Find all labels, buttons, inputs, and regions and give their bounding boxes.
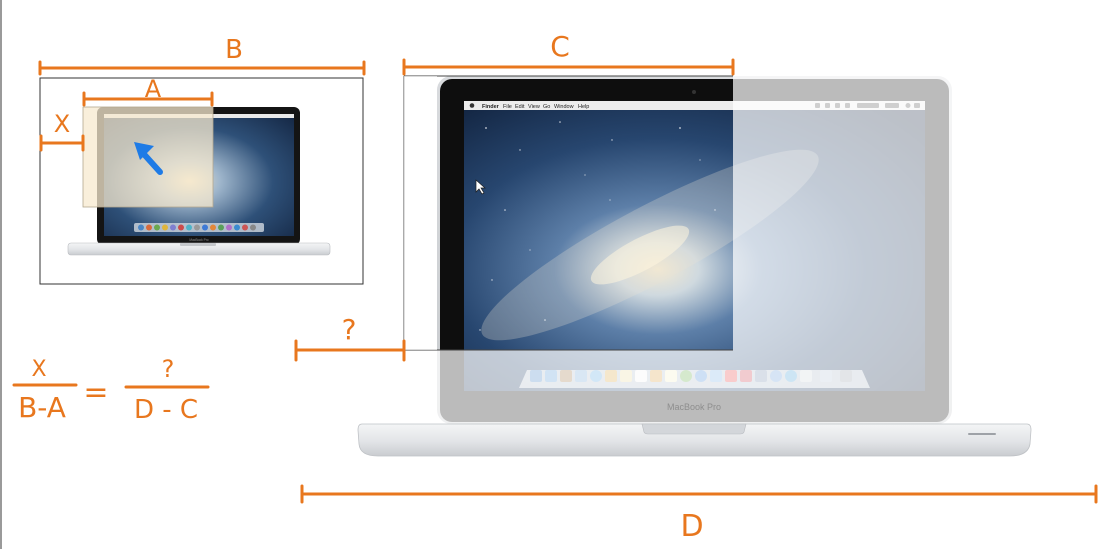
large-selection-fill-left: [404, 76, 437, 350]
menu-item-finder[interactable]: Finder: [482, 104, 500, 110]
galaxy-core: [590, 225, 690, 285]
screen-white-overlay-bottom: [437, 350, 733, 424]
label-x: X: [54, 110, 70, 138]
small-scene: MacBook Pro B A X: [38, 35, 366, 285]
sleep-light: [968, 433, 996, 435]
screen-white-overlay-right: [733, 76, 953, 424]
small-brand-label: MacBook Pro: [189, 238, 208, 242]
menu-item-file[interactable]: File: [503, 104, 512, 110]
large-laptop-base: [357, 423, 1032, 457]
dimension-d: [300, 484, 1098, 504]
apple-icon: [469, 103, 475, 108]
label-a: A: [145, 75, 162, 103]
label-c: C: [550, 30, 570, 63]
dimension-unknown: [294, 339, 406, 362]
large-laptop-notch: [641, 423, 747, 435]
menu-item-help[interactable]: Help: [578, 104, 589, 110]
formula-left-numerator: X: [31, 357, 46, 382]
small-laptop-notch: [180, 243, 216, 246]
camera: [692, 90, 696, 94]
dimension-a: [82, 91, 214, 107]
label-unknown: ?: [342, 313, 357, 346]
menu-item-window[interactable]: Window: [554, 104, 574, 110]
ratio-formula: X B-A = ? D - C: [12, 355, 210, 425]
large-laptop: Finder File Edit View Go Window Help: [357, 76, 1032, 457]
label-b: B: [225, 35, 243, 65]
small-dock-icons: [138, 224, 256, 231]
menu-item-view[interactable]: View: [528, 104, 540, 110]
menu-bar-items: Finder File Edit View Go Window Help: [482, 104, 589, 110]
mouse-cursor-icon: [475, 179, 486, 195]
label-d: D: [680, 509, 703, 544]
dimension-c: [402, 58, 735, 76]
menu-item-go[interactable]: Go: [543, 104, 550, 110]
formula-equals: =: [83, 375, 108, 410]
brand-label: MacBook Pro: [667, 402, 721, 412]
formula-right-numerator: ?: [162, 355, 175, 383]
pointer-arrow-icon: [134, 142, 163, 175]
menu-item-edit[interactable]: Edit: [515, 104, 525, 110]
dimension-b: [38, 60, 366, 76]
stars: [479, 121, 716, 331]
formula-right-denominator: D - C: [134, 395, 198, 425]
formula-left-denominator: B-A: [18, 391, 66, 424]
menu-bar: [464, 101, 925, 110]
dimension-x: [39, 134, 85, 152]
